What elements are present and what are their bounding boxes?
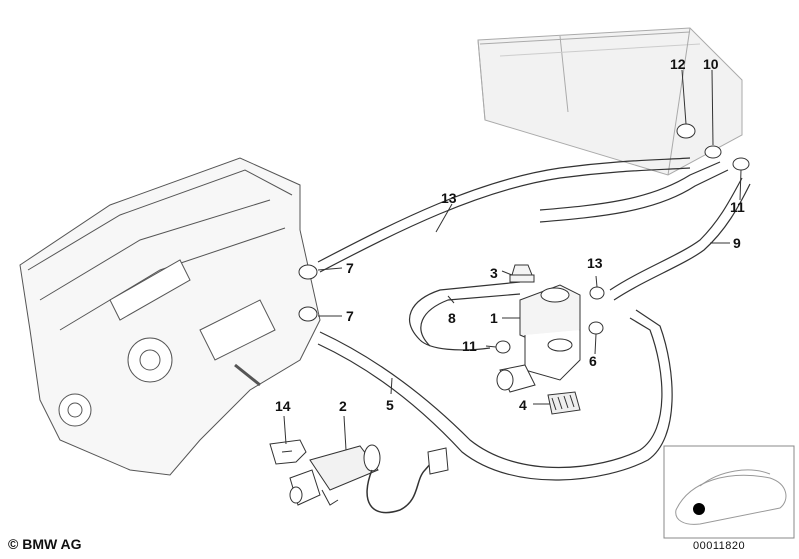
image-number: 00011820 (693, 540, 746, 552)
leader-lines (283, 69, 742, 451)
callout-7-upper: 7 (346, 260, 354, 276)
callout-2: 2 (339, 398, 347, 414)
callout-8: 8 (448, 310, 456, 326)
callout-11-lower: 11 (462, 338, 477, 354)
engine-block (19, 157, 321, 476)
valve-assembly (496, 284, 581, 393)
callout-1: 1 (490, 310, 498, 326)
callout-3: 3 (490, 265, 498, 281)
callout-6: 6 (589, 353, 597, 369)
electric-pump (289, 444, 449, 514)
hose-12 (317, 157, 729, 273)
callout-13-upper: 12 (670, 56, 686, 72)
callout-7-lower: 7 (346, 308, 354, 324)
hose-5 (317, 309, 673, 481)
bracket-part-14 (269, 439, 307, 465)
inset-car-map (663, 445, 795, 539)
callout-5: 5 (386, 397, 394, 413)
callout-14: 14 (275, 398, 291, 414)
hose-9 (609, 177, 751, 301)
heater-core (477, 27, 743, 176)
copyright-label: © BMW AG (8, 536, 82, 552)
hose-8 (409, 281, 521, 351)
callout-11-upper: 11 (730, 199, 745, 215)
callout-4: 4 (519, 397, 527, 413)
callout-12: 13 (441, 190, 457, 206)
callout-9: 9 (733, 235, 741, 251)
callout-10: 10 (703, 56, 719, 72)
pad-part-4 (547, 391, 581, 415)
callout-13-lower: 13 (587, 255, 603, 271)
cap-part-3 (509, 264, 535, 283)
